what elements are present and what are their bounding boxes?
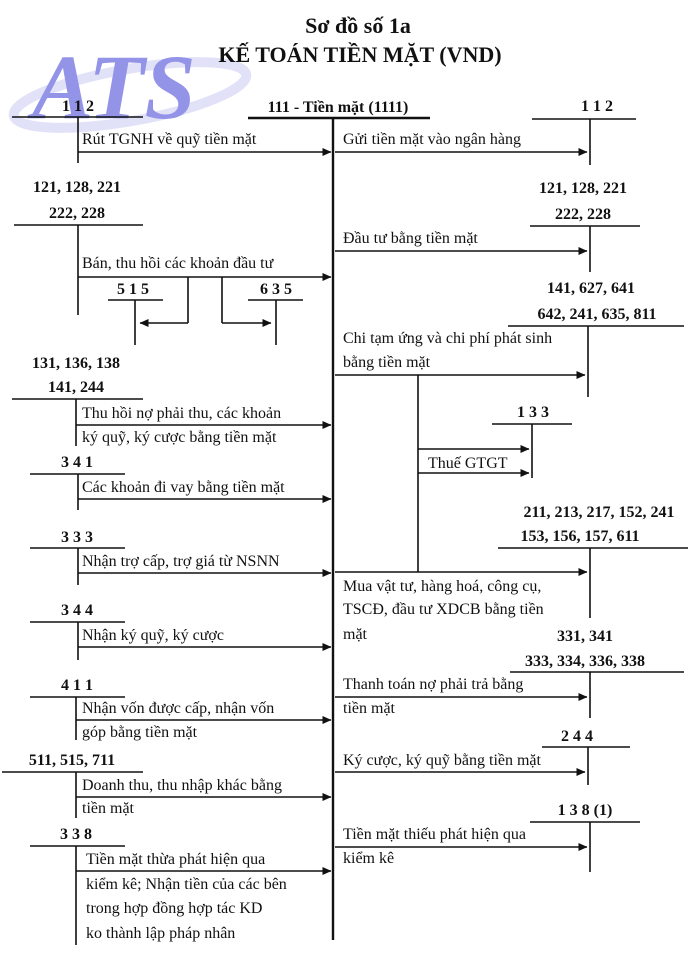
account-code: 1 1 2 [581, 98, 613, 115]
account-code: 222, 228 [49, 205, 105, 222]
account-code: 331, 341 [557, 628, 613, 645]
entry-label: trong hợp đồng hợp tác KD [86, 900, 262, 917]
account-code: 642, 241, 635, 811 [537, 306, 656, 323]
right-entry-payables: 331, 341 333, 334, 336, 338 Thanh toán n… [335, 628, 684, 718]
account-code: 3 3 8 [60, 826, 92, 843]
account-code: 3 4 4 [61, 602, 93, 619]
t-account-111: 111 - Tiền mặt (1111) [248, 99, 430, 940]
entry-label: Tiền mặt thừa phát hiện qua [86, 851, 265, 868]
account-code: 333, 334, 336, 338 [525, 653, 645, 670]
right-entry-fixed-assets: 211, 213, 217, 152, 241 153, 156, 157, 6… [335, 504, 688, 643]
right-entry-138-1: 1 3 8 (1) Tiền mặt thiếu phát hiện qua k… [335, 802, 640, 872]
entry-label: Nhận trợ cấp, trợ giá từ NSNN [82, 553, 280, 570]
left-entry-338: 3 3 8 Tiền mặt thừa phát hiện qua kiểm k… [30, 826, 332, 945]
left-entry-112: 1 1 2 Rút TGNH về quỹ tiền mặt [12, 98, 332, 163]
entry-label: Ký cược, ký quỹ bằng tiền mặt [343, 752, 542, 769]
left-entry-receivables: 131, 136, 138 141, 244 Thu hồi nợ phải t… [12, 355, 332, 446]
entry-label: Doanh thu, thu nhập khác bằng [82, 777, 282, 794]
account-code: 511, 515, 711 [29, 752, 115, 769]
entry-label: góp bằng tiền mặt [82, 724, 198, 741]
account-code: 141, 627, 641 [547, 280, 635, 297]
entry-label: Nhận vốn được cấp, nhận vốn [82, 700, 274, 717]
entry-label: tiền mặt [343, 700, 396, 717]
left-entry-341: 3 4 1 Các khoản đi vay bằng tiền mặt [30, 454, 332, 510]
entry-label: Tiền mặt thiếu phát hiện qua [343, 826, 526, 843]
left-entry-344: 3 4 4 Nhận ký quỹ, ký cược [30, 602, 332, 660]
account-code: 3 3 3 [61, 529, 93, 546]
entry-label: ko thành lập pháp nhân [86, 925, 235, 942]
account-code-635: 6 3 5 [260, 281, 292, 298]
right-entry-investments: 121, 128, 221 222, 228 Đầu tư bằng tiền … [335, 180, 640, 272]
entry-label: Đầu tư bằng tiền mặt [343, 230, 478, 247]
account-code: 1 3 8 (1) [558, 802, 613, 819]
entry-label: ký quỹ, ký cược bằng tiền mặt [82, 429, 277, 446]
entry-label: Rút TGNH về quỹ tiền mặt [82, 131, 257, 148]
left-entry-revenue: 511, 515, 711 Doanh thu, thu nhập khác b… [2, 752, 332, 818]
account-code: 153, 156, 157, 611 [520, 528, 639, 545]
entry-label: kiểm kê [343, 850, 394, 867]
right-entry-244: 2 4 4 Ký cược, ký quỹ bằng tiền mặt [335, 728, 630, 785]
entry-label: kiểm kê; Nhận tiền của các bên [86, 876, 287, 893]
account-code: 1 1 2 [62, 98, 94, 115]
account-code: 4 1 1 [61, 677, 93, 694]
entry-label: Chi tạm ứng và chi phí phát sinh [343, 330, 552, 347]
right-entry-133-vat: 1 3 3 Thuế GTGT [417, 375, 572, 572]
account-code: 141, 244 [48, 379, 104, 396]
account-code-515: 5 1 5 [117, 281, 149, 298]
entry-label: bằng tiền mặt [343, 354, 431, 371]
left-entry-411: 4 1 1 Nhận vốn được cấp, nhận vốn góp bằ… [30, 677, 332, 741]
ats-logo-watermark: ATS [8, 36, 252, 138]
entry-label: TSCĐ, đầu tư XDCB bằng tiền [343, 601, 544, 618]
account-code: 222, 228 [555, 206, 611, 223]
account-code: 211, 213, 217, 152, 241 [523, 504, 674, 521]
logo-swoosh [8, 57, 252, 133]
diagram-title-line2: KẾ TOÁN TIỀN MẶT (VND) [218, 42, 501, 67]
entry-label: Thanh toán nợ phải trả bằng [343, 676, 523, 693]
diagram-title-line1: Sơ đồ số 1a [305, 13, 411, 38]
left-entry-333: 3 3 3 Nhận trợ cấp, trợ giá từ NSNN [30, 529, 332, 585]
entry-label: Mua vật tư, hàng hoá, công cụ, [343, 578, 541, 595]
logo-text: ATS [27, 36, 196, 138]
entry-label: mặt [343, 626, 368, 643]
account-code: 3 4 1 [61, 454, 93, 471]
right-entry-expenses: 141, 627, 641 642, 241, 635, 811 Chi tạm… [335, 280, 684, 397]
account-code: 121, 128, 221 [33, 179, 121, 196]
account-code: 121, 128, 221 [539, 180, 627, 197]
entry-label: Các khoản đi vay bằng tiền mặt [82, 479, 285, 496]
entry-label: Thuế GTGT [428, 455, 508, 472]
entry-label: tiền mặt [82, 800, 135, 817]
account-code: 2 4 4 [561, 728, 593, 745]
entry-label: Bán, thu hồi các khoản đầu tư [82, 255, 275, 272]
right-entry-112: 1 1 2 Gửi tiền mặt vào ngân hàng [335, 98, 636, 165]
left-entry-investments: 121, 128, 221 222, 228 Bán, thu hồi các … [14, 179, 332, 345]
entry-label: Gửi tiền mặt vào ngân hàng [343, 131, 521, 148]
account-code: 1 3 3 [517, 404, 549, 421]
entry-label: Nhận ký quỹ, ký cược [82, 627, 224, 644]
center-account-label: 111 - Tiền mặt (1111) [268, 99, 409, 116]
account-code: 131, 136, 138 [32, 355, 120, 372]
entry-label: Thu hồi nợ phải thu, các khoản [82, 405, 281, 422]
